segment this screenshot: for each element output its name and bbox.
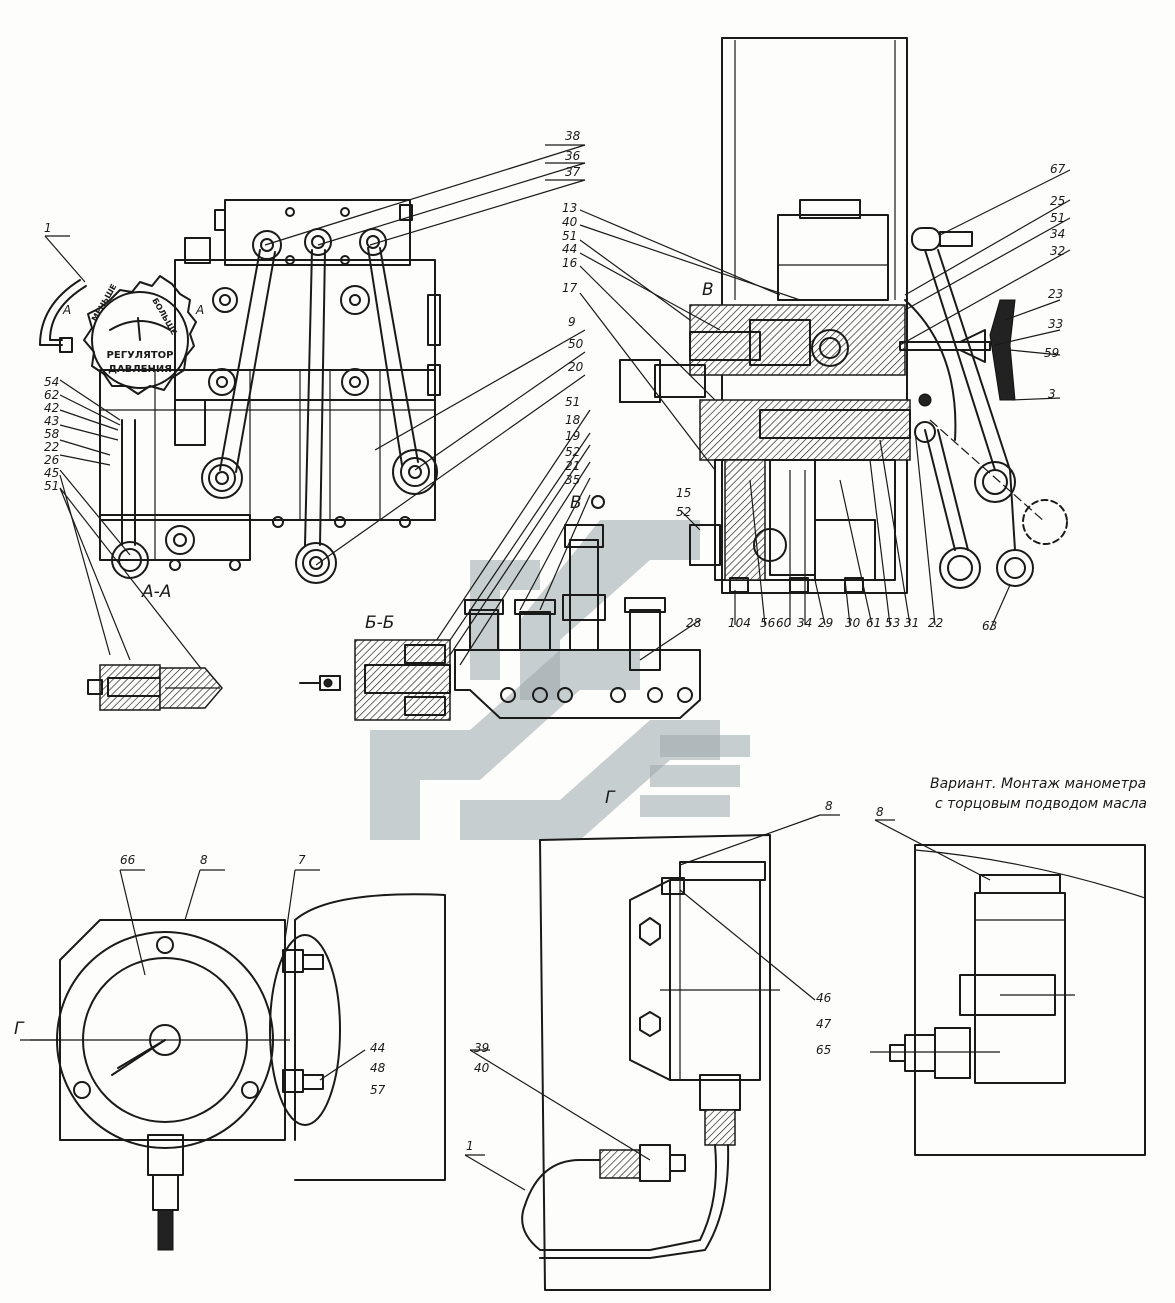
svg-text:20: 20	[568, 360, 584, 374]
svg-text:52: 52	[565, 445, 580, 459]
svg-text:57: 57	[370, 1083, 386, 1097]
gauge-front-view: 66 8 7 44 48 57 Г	[14, 853, 446, 1251]
svg-text:52: 52	[676, 505, 691, 519]
svg-text:40: 40	[562, 215, 578, 229]
section-title-a-a: А-А	[141, 582, 171, 602]
svg-text:7: 7	[298, 853, 306, 867]
svg-text:22: 22	[44, 440, 59, 454]
svg-text:61: 61	[866, 616, 881, 630]
gauge-side-view: Г 8 46 47 65 39 40 1	[464, 788, 840, 1291]
svg-text:8: 8	[825, 799, 833, 813]
section-b-b: Б-Б В	[299, 493, 605, 721]
svg-text:66: 66	[120, 853, 136, 867]
svg-text:26: 26	[44, 453, 60, 467]
svg-text:А: А	[195, 303, 204, 317]
svg-text:56: 56	[760, 616, 776, 630]
svg-text:22: 22	[928, 616, 943, 630]
svg-text:А: А	[62, 303, 71, 317]
svg-text:47: 47	[816, 1017, 832, 1031]
svg-text:42: 42	[44, 401, 59, 415]
svg-text:39: 39	[474, 1041, 489, 1055]
svg-text:60: 60	[776, 616, 792, 630]
svg-text:3: 3	[1048, 387, 1056, 401]
view-v-manifold	[454, 524, 701, 719]
svg-text:51: 51	[562, 229, 577, 243]
svg-text:21: 21	[565, 459, 580, 473]
svg-text:44: 44	[562, 242, 577, 256]
watermark-logo	[370, 520, 750, 840]
bolt-heads	[165, 207, 411, 571]
svg-text:104: 104	[728, 616, 751, 630]
svg-text:1: 1	[44, 221, 52, 235]
svg-text:28: 28	[686, 616, 702, 630]
svg-text:15: 15	[676, 486, 691, 500]
svg-text:37: 37	[565, 165, 581, 179]
section-a-a-detail	[87, 664, 223, 711]
svg-text:31: 31	[904, 616, 919, 630]
svg-text:50: 50	[568, 337, 584, 351]
svg-text:40: 40	[474, 1061, 490, 1075]
svg-text:67: 67	[1050, 162, 1066, 176]
svg-text:19: 19	[565, 429, 580, 443]
svg-text:13: 13	[562, 201, 577, 215]
svg-text:58: 58	[44, 427, 60, 441]
svg-text:9: 9	[568, 315, 576, 329]
labels-right: 13 40 51 44 16 17 67 25 51 34 32 23 33 5…	[562, 162, 1066, 633]
svg-text:62: 62	[44, 388, 59, 402]
svg-text:46: 46	[816, 991, 832, 1005]
svg-text:16: 16	[562, 256, 578, 270]
svg-text:53: 53	[885, 616, 900, 630]
svg-text:25: 25	[1050, 194, 1065, 208]
svg-text:51: 51	[565, 395, 580, 409]
leaders-right	[579, 169, 1071, 661]
view-g-marker: Г	[14, 1019, 25, 1039]
svg-text:34: 34	[797, 616, 812, 630]
pump-assembly-right: 13 40 51 44 16 17 67 25 51 34 32 23 33 5…	[562, 37, 1071, 661]
svg-text:54: 54	[44, 375, 59, 389]
gauge-title-1: РЕГУЛЯТОР	[107, 350, 174, 361]
svg-text:59: 59	[1044, 346, 1059, 360]
svg-text:8: 8	[876, 805, 884, 819]
view-v-title: В	[570, 493, 582, 513]
svg-text:43: 43	[44, 414, 59, 428]
svg-text:51: 51	[1050, 211, 1065, 225]
svg-text:18: 18	[565, 413, 581, 427]
svg-text:1: 1	[466, 1139, 474, 1153]
svg-text:В: В	[702, 280, 714, 300]
svg-text:48: 48	[370, 1061, 386, 1075]
svg-text:36: 36	[565, 149, 581, 163]
svg-text:23: 23	[1048, 287, 1063, 301]
svg-text:51: 51	[44, 479, 59, 493]
leaders-top-left	[44, 144, 591, 681]
variant-mount: Вариант. Монтаж манометра с торцовым под…	[870, 776, 1147, 1156]
svg-text:30: 30	[845, 616, 861, 630]
view-g-title: Г	[605, 788, 616, 808]
svg-text:29: 29	[818, 616, 833, 630]
svg-text:8: 8	[200, 853, 208, 867]
gauge-title-2: ДАВЛЕНИЯ	[108, 364, 172, 375]
svg-text:33: 33	[1048, 317, 1063, 331]
svg-text:35: 35	[565, 473, 580, 487]
svg-text:34: 34	[1050, 227, 1065, 241]
pump-assembly-left: РЕГУЛЯТОР ДАВЛЕНИЯ МЕНЬШЕ БОЛЬШЕ	[39, 129, 591, 681]
section-title-b-b: Б-Б	[365, 613, 394, 633]
labels-top-left: 38 36 37 9 50 20 51 18 19 52 21 35 1 54 …	[44, 129, 584, 493]
svg-text:38: 38	[565, 129, 581, 143]
svg-text:32: 32	[1050, 244, 1065, 258]
svg-text:65: 65	[816, 1043, 831, 1057]
svg-text:17: 17	[562, 281, 578, 295]
svg-text:44: 44	[370, 1041, 385, 1055]
variant-note-line1: Вариант. Монтаж манометра	[930, 776, 1146, 792]
gauge-less: МЕНЬШЕ	[90, 282, 119, 323]
svg-text:63: 63	[982, 619, 997, 633]
pipe-1	[39, 279, 87, 353]
variant-note-line2: с торцовым подводом масла	[935, 796, 1147, 812]
levers	[111, 247, 438, 584]
svg-text:45: 45	[44, 466, 59, 480]
